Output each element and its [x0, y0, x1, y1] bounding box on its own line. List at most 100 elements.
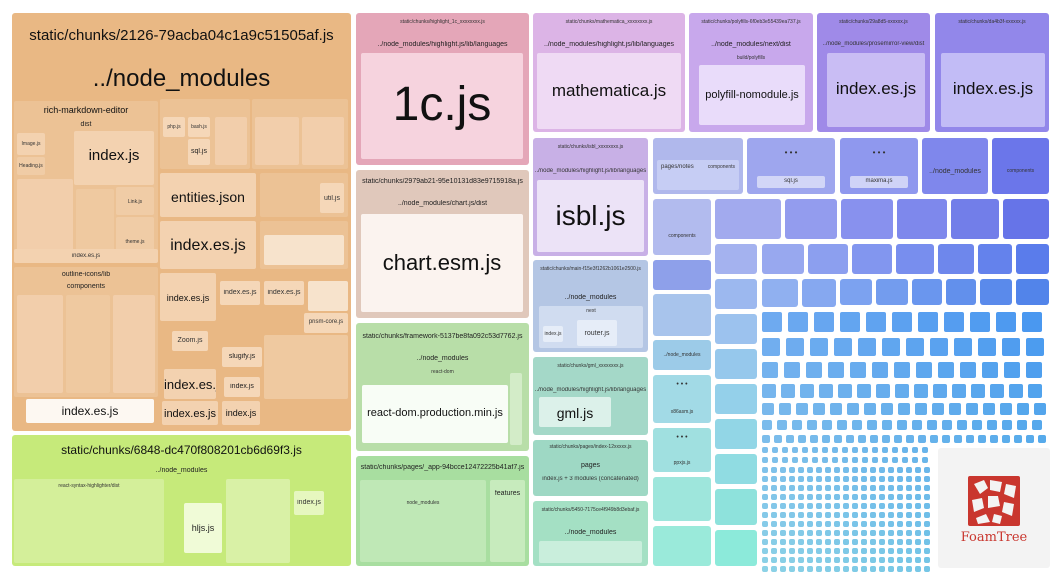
- refractor-misc[interactable]: [215, 117, 247, 165]
- chunk-cell[interactable]: [834, 503, 840, 509]
- chunk-cell[interactable]: [789, 557, 795, 563]
- chunk-cell[interactable]: [843, 467, 849, 473]
- chunk-r3-2[interactable]: [762, 279, 798, 307]
- chunk-c2[interactable]: [715, 349, 757, 379]
- chunk-cell[interactable]: [870, 467, 876, 473]
- chunk-cell[interactable]: [825, 548, 831, 554]
- chunk-cell[interactable]: [888, 548, 894, 554]
- chunk-cell[interactable]: [771, 476, 777, 482]
- chunk-cell[interactable]: [857, 384, 871, 398]
- chunk-cell[interactable]: [922, 457, 928, 463]
- chunk-cell[interactable]: [825, 521, 831, 527]
- chunk-cell[interactable]: [814, 312, 834, 332]
- styled-inner[interactable]: [264, 235, 344, 265]
- chunk-cell[interactable]: [816, 539, 822, 545]
- chunk-cell[interactable]: [834, 512, 840, 518]
- chunk-cell[interactable]: [852, 512, 858, 518]
- chunk-cell[interactable]: [762, 512, 768, 518]
- chunk-cell[interactable]: [879, 566, 885, 572]
- chunk-cell[interactable]: [834, 566, 840, 572]
- chunk-framework[interactable]: static/chunks/framework-5137be8fa092c53d…: [356, 323, 529, 451]
- chunk-cell[interactable]: [789, 530, 795, 536]
- chunk-main[interactable]: static/chunks/main-f15e3f1262b1061e2500.…: [533, 260, 648, 352]
- router-module[interactable]: router.js: [577, 320, 617, 346]
- chunk-cell[interactable]: [915, 467, 921, 473]
- chunk-cell[interactable]: [762, 338, 780, 356]
- chunk-cell[interactable]: [771, 512, 777, 518]
- chunk-cell[interactable]: [832, 447, 838, 453]
- chunk-cell[interactable]: [812, 457, 818, 463]
- chunk-cell[interactable]: [780, 494, 786, 500]
- chunk-cell[interactable]: [912, 457, 918, 463]
- chunk-cell[interactable]: [897, 521, 903, 527]
- chunk-cell[interactable]: [906, 494, 912, 500]
- chunk-cell[interactable]: [1002, 435, 1010, 443]
- chunk-cell[interactable]: [807, 557, 813, 563]
- chunk-cell[interactable]: [762, 494, 768, 500]
- chunk-c9[interactable]: [715, 530, 757, 566]
- entities-module[interactable]: entities.json: [160, 173, 256, 217]
- chunk-nm-small[interactable]: ../node_modules: [922, 138, 988, 194]
- chunk-cell[interactable]: [1038, 435, 1046, 443]
- chunk-cell[interactable]: [858, 435, 866, 443]
- chunk-cell[interactable]: [798, 435, 806, 443]
- chunk-c4[interactable]: [715, 419, 757, 449]
- chunk-cell[interactable]: [771, 566, 777, 572]
- chunk2-index-module[interactable]: index.js: [294, 491, 324, 515]
- php-module[interactable]: php.js: [163, 117, 185, 137]
- chunk-c5[interactable]: [653, 477, 711, 521]
- foamtree-logo-area[interactable]: FoamTree: [938, 448, 1050, 568]
- chunk-cell[interactable]: [882, 420, 892, 430]
- chunk-cell[interactable]: [807, 485, 813, 491]
- chunk-cell[interactable]: [996, 312, 1016, 332]
- oi-misc-1[interactable]: [17, 295, 63, 393]
- chunk-cell[interactable]: [906, 503, 912, 509]
- chunk-cell[interactable]: [897, 467, 903, 473]
- chunk-cell[interactable]: [843, 557, 849, 563]
- rme-misc-1[interactable]: [17, 179, 73, 257]
- chunk-c6[interactable]: [715, 454, 757, 484]
- chunk-cell[interactable]: [861, 566, 867, 572]
- chunk-cell[interactable]: [879, 494, 885, 500]
- chunk-cell[interactable]: [924, 494, 930, 500]
- chunk-cell[interactable]: [924, 485, 930, 491]
- chunk-cell[interactable]: [915, 512, 921, 518]
- chunk-polyfill[interactable]: static/chunks/polyfills-6f0eb3e55439ea73…: [689, 13, 813, 132]
- chunk-cell[interactable]: [897, 512, 903, 518]
- chunk-cell[interactable]: [810, 338, 828, 356]
- chunk-cell[interactable]: [771, 548, 777, 554]
- chunk-cell[interactable]: [771, 494, 777, 500]
- chunk-cell[interactable]: [972, 420, 982, 430]
- chunk-cell[interactable]: [888, 530, 894, 536]
- chunk-cell[interactable]: [870, 539, 876, 545]
- chunk-cell[interactable]: [906, 512, 912, 518]
- chunk-cell[interactable]: [1034, 403, 1046, 415]
- chunk-cell[interactable]: [879, 557, 885, 563]
- chunk-r2-4[interactable]: [852, 244, 892, 274]
- outline-icons-group[interactable]: outline-icons/lib components: [14, 267, 158, 397]
- chunk-cell[interactable]: [807, 494, 813, 500]
- chunk-cell[interactable]: [852, 447, 858, 453]
- chunk-cell[interactable]: [978, 435, 986, 443]
- chunk-cell[interactable]: [762, 557, 768, 563]
- chunk-cell[interactable]: [807, 420, 817, 430]
- chunk-cell[interactable]: [807, 467, 813, 473]
- rme-index-es-bar[interactable]: index.es.js: [14, 249, 158, 263]
- chunk-cell[interactable]: [850, 362, 866, 378]
- chunk-cell[interactable]: [1026, 435, 1034, 443]
- chunk-cell[interactable]: [762, 548, 768, 554]
- chunk-cell[interactable]: [918, 435, 926, 443]
- chunk-cell[interactable]: [894, 435, 902, 443]
- chunk-cell[interactable]: [780, 512, 786, 518]
- chunk-cell[interactable]: [872, 447, 878, 453]
- chunk-cell[interactable]: [897, 548, 903, 554]
- chunk-cell[interactable]: [1017, 403, 1029, 415]
- sql-module[interactable]: sql.js: [188, 139, 210, 165]
- chunk-cell[interactable]: [897, 539, 903, 545]
- chunk-cell[interactable]: [762, 566, 768, 572]
- chunk-cell[interactable]: [843, 566, 849, 572]
- chunk-cell[interactable]: [788, 312, 808, 332]
- chunk-cell[interactable]: [915, 503, 921, 509]
- chunk-cell[interactable]: [780, 521, 786, 527]
- chunk-cell[interactable]: [897, 485, 903, 491]
